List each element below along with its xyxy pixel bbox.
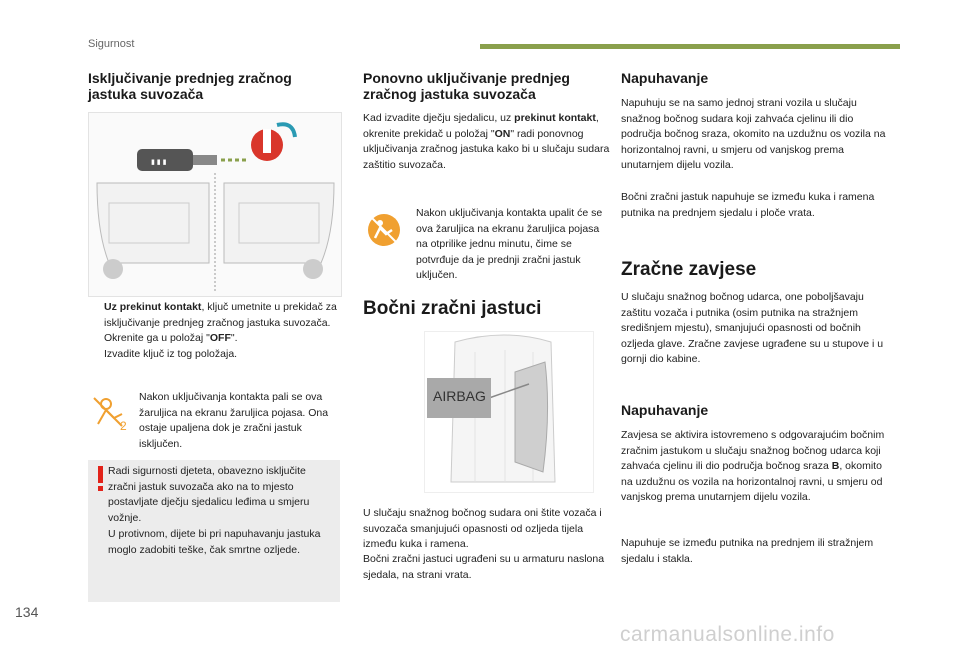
reactivate-paragraph: Kad izvadite dječju sjedalicu, uz prekin…: [363, 112, 610, 171]
airbag-on-icon: [366, 212, 402, 248]
inflation-text-1: Napuhuju se na samo jednoj strani vozila…: [621, 97, 886, 171]
deactivate-info-text: Nakon uključivanja kontakta pali se ova …: [139, 391, 329, 450]
airbag-off-icon: 2: [92, 396, 132, 433]
curtain-inflation-text-2: Napuhuje se između putnika na prednjem i…: [621, 537, 874, 565]
exclamation-icon: [94, 464, 108, 494]
section-header: Sigurnost: [88, 38, 135, 50]
side-airbags-title: Bočni zračni jastuci: [363, 298, 542, 319]
warning-text-1: Radi sigurnosti djeteta, obavezno isklju…: [108, 465, 310, 524]
airbag-label: AIRBAG: [433, 388, 486, 404]
deactivate-airbag-title: Isključivanje prednjeg zračnog jastuka s…: [88, 70, 292, 102]
page-number: 134: [15, 604, 39, 620]
deactivate-steps-list: Uz prekinut kontakt, ključ umetnite u pr…: [88, 300, 340, 362]
inflation-title: Napuhavanje: [621, 70, 709, 86]
airbag-label-box: AIRBAG: [427, 378, 491, 418]
curtain-airbags-text: U slučaju snažnog bočnog udarca, one pob…: [621, 291, 884, 365]
curtain-inflation-text-1: Zavjesa se aktivira istovremeno s odgova…: [621, 429, 885, 503]
list-item: Uz prekinut kontakt, ključ umetnite u pr…: [104, 301, 337, 329]
reactivate-airbag-title: Ponovno uključivanje prednjeg zračnog ja…: [363, 70, 570, 102]
watermark: carmanualsonline.info: [620, 623, 835, 646]
warning-text-2: U protivnom, dijete bi pri napuhavanju j…: [108, 528, 321, 556]
side-airbag-text-1: U slučaju snažnog bočnog sudara oni štit…: [363, 507, 602, 550]
warning-box: Radi sigurnosti djeteta, obavezno isklju…: [88, 460, 340, 602]
svg-text:▮ ▮ ▮: ▮ ▮ ▮: [151, 159, 167, 166]
side-airbag-text-2: Bočni zračni jastuci ugrađeni su u armat…: [363, 553, 605, 581]
curtain-airbags-title: Zračne zavjese: [621, 259, 757, 280]
list-item: Okrenite ga u položaj "OFF".: [104, 332, 238, 344]
reactivate-info-text: Nakon uključivanja kontakta upalit će se…: [416, 207, 603, 281]
curtain-inflation-title: Napuhavanje: [621, 402, 709, 418]
list-item: Izvadite ključ iz tog položaja.: [104, 347, 238, 360]
key-switch-illustration: ▮ ▮ ▮: [88, 112, 342, 297]
header-accent-bar: [480, 44, 900, 49]
inflation-text-2: Bočni zračni jastuk napuhuje se između k…: [621, 191, 875, 219]
svg-text:2: 2: [120, 419, 127, 432]
